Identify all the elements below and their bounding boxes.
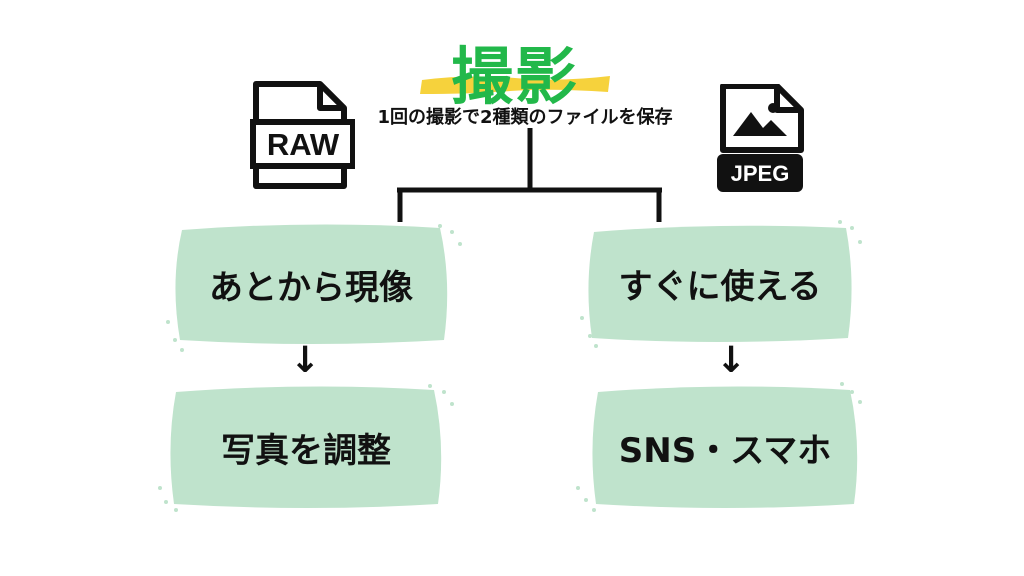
box-use-immediately-label: すぐに使える [618, 266, 822, 307]
box-use-immediately: すぐに使える [586, 222, 854, 344]
jpeg-label: JPEG [731, 161, 790, 186]
box-develop-later-label: あとから現像 [209, 267, 413, 308]
box-develop-later: あとから現像 [172, 222, 450, 346]
jpeg-file-icon: JPEG [715, 83, 807, 196]
title-group: 撮影 [410, 18, 620, 113]
landscape-image-icon [733, 112, 787, 136]
raw-label: RAW [267, 127, 340, 162]
box-adjust-photo-label: 写真を調整 [221, 430, 391, 471]
box-adjust-photo: 写真を調整 [168, 384, 444, 510]
arrow-down-left: ↓ [290, 340, 321, 381]
arrow-down-right: ↓ [716, 340, 747, 381]
subtitle: 1回の撮影で2種類のファイルを保存 [377, 107, 673, 128]
raw-file-icon: RAW [250, 80, 356, 192]
decorative-dots [158, 220, 862, 512]
highlight-brush [420, 76, 610, 94]
box-sns-smartphone: SNS・スマホ [590, 384, 860, 510]
box-sns-smartphone-label: SNS・スマホ [618, 430, 832, 471]
page-title: 撮影 [450, 40, 579, 113]
